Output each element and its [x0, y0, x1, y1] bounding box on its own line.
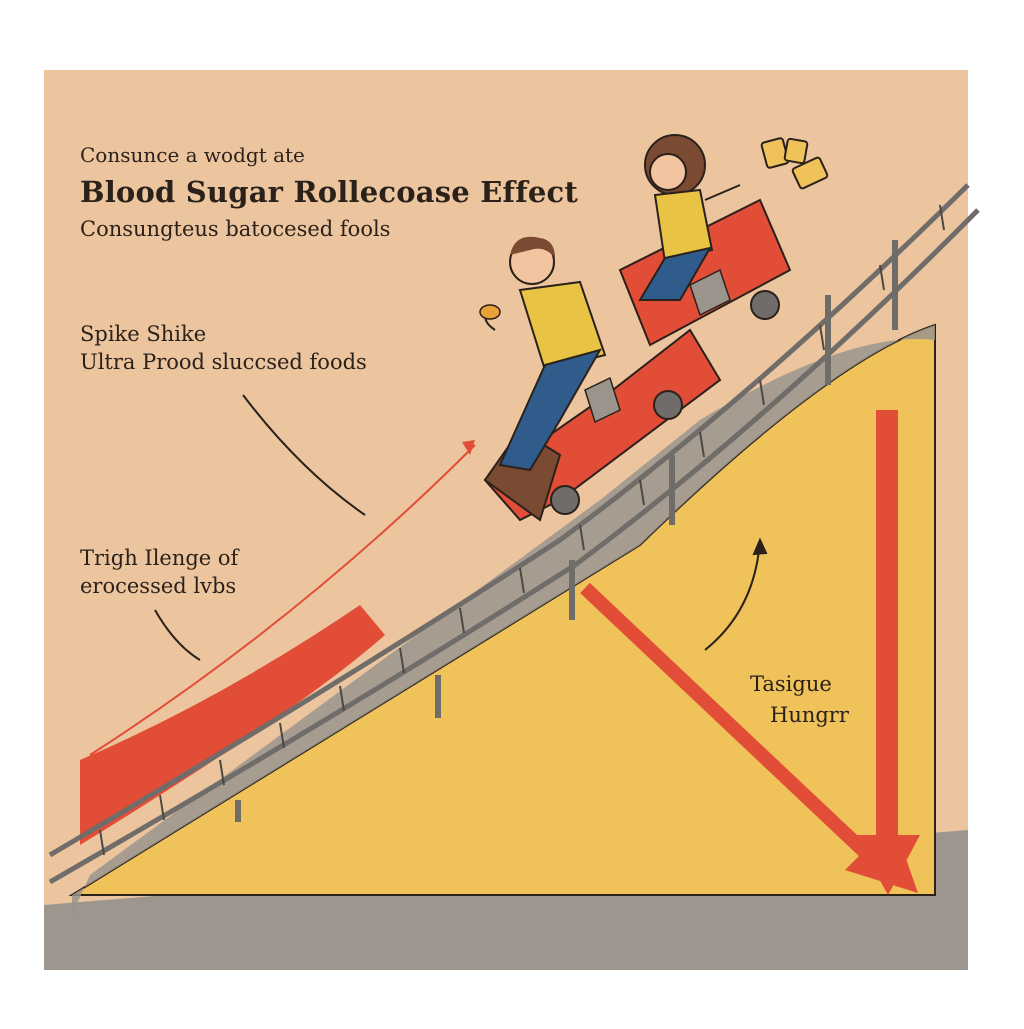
- rider-man: [479, 236, 607, 472]
- crash-annotation-line2: Hungrr: [770, 703, 849, 727]
- spike-annotation-line2: Ultra Prood sluccsed foods: [80, 350, 367, 374]
- red-vertical-arrow: [855, 410, 920, 895]
- crash-annotation-line1: Tasigue: [750, 672, 832, 696]
- red-rising-arrow: [89, 440, 476, 756]
- hill-shadow: [72, 325, 935, 915]
- page-subtitle: Consungteus batocesed fools: [80, 217, 391, 241]
- intake-annotation-line2: erocessed lvbs: [80, 574, 237, 598]
- annotation-lines: [154, 394, 768, 661]
- spike-annotation-line1: Spike Shike: [80, 322, 207, 346]
- snack-chip-icons: [760, 137, 829, 190]
- red-rise-band: [80, 605, 385, 845]
- coaster-rails: [48, 183, 980, 885]
- intake-annotation-line1: Trigh Ilenge of: [80, 546, 239, 570]
- rider-woman: [638, 134, 741, 301]
- page-title: Blood Sugar Rollecoase Effect: [80, 175, 579, 209]
- rail-ties: [99, 204, 945, 856]
- title-kicker: Consunce a wodgt ate: [80, 143, 305, 167]
- coaster-car-rear: [618, 198, 792, 347]
